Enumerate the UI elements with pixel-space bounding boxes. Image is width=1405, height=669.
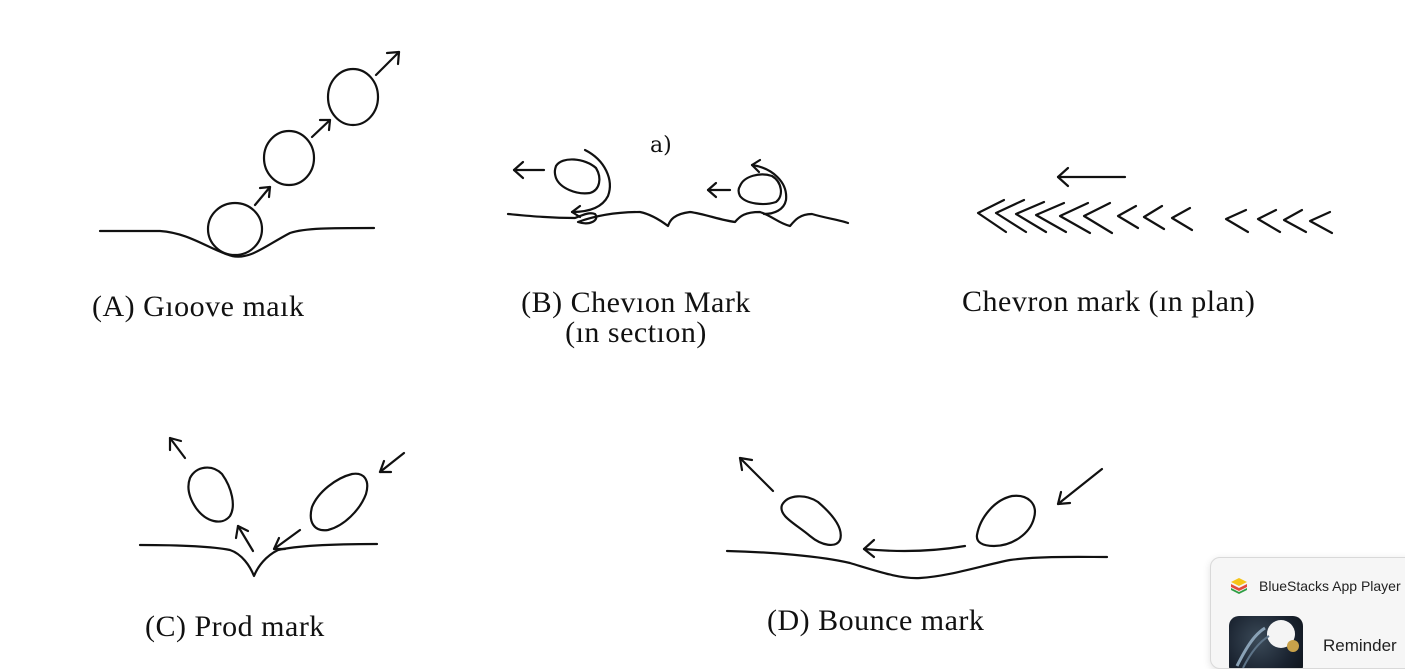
bounce-mark-clast-right bbox=[975, 494, 1036, 548]
chevron-plan-chevron-2 bbox=[994, 198, 1028, 234]
groove-mark-clast-1 bbox=[206, 201, 264, 257]
prod-mark-surface bbox=[138, 542, 379, 578]
chevron-section-arrow-2 bbox=[706, 181, 732, 199]
chevron-plan-chevron-6 bbox=[1082, 201, 1114, 235]
groove-mark-surface bbox=[98, 226, 376, 258]
bluestacks-logo-icon bbox=[1229, 576, 1249, 596]
sole-marks-diagram: a) bbox=[98, 50, 1334, 580]
groove-mark-clast-2 bbox=[262, 129, 316, 187]
chevron-section-clast-2 bbox=[737, 173, 782, 206]
groove-mark-arrow-1 bbox=[253, 185, 272, 207]
notification-app-name: BlueStacks App Player bbox=[1259, 578, 1401, 594]
chevron-section-curl-1 bbox=[570, 148, 611, 214]
prod-mark-clast-right bbox=[309, 472, 369, 532]
bounce-mark-clast-left bbox=[780, 495, 842, 546]
chevron-plan-chevron-9 bbox=[1170, 206, 1194, 232]
prod-mark-arrow-low bbox=[272, 528, 302, 551]
chevron-section-curl-2-head bbox=[750, 158, 762, 174]
chevron-plan-chevron-3 bbox=[1014, 200, 1048, 234]
chevron-plan-chevron-8 bbox=[1142, 204, 1166, 231]
notification-body: Reminder bbox=[1229, 616, 1397, 668]
groove-mark-arrow-2 bbox=[310, 118, 332, 139]
chevron-plan-chevron-4 bbox=[1034, 201, 1068, 234]
chevron-section-figure: a) bbox=[506, 133, 850, 228]
prod-mark-arrow-mid bbox=[234, 524, 255, 553]
chevron-plan-chevron-11 bbox=[1256, 208, 1282, 234]
groove-mark-figure bbox=[98, 50, 401, 258]
chevron-plan-chevron-1 bbox=[976, 198, 1008, 234]
chevron-plan-chevron-12 bbox=[1282, 208, 1308, 234]
bounce-mark-figure bbox=[725, 456, 1109, 580]
game-thumbnail-icon bbox=[1229, 616, 1303, 668]
chevron-plan-figure bbox=[976, 166, 1334, 235]
notification-header: BlueStacks App Player bbox=[1229, 576, 1401, 596]
chevron-plan-chevron-13 bbox=[1308, 210, 1334, 235]
groove-mark-clast-3 bbox=[326, 67, 380, 127]
chevron-section-caption: (B) Chevıon Mark (ın sectıon) bbox=[508, 286, 764, 350]
bounce-mark-caption: (D) Bounce mark bbox=[767, 604, 985, 637]
chevron-section-caption-line2: (ın sectıon) bbox=[565, 316, 707, 349]
chevron-plan-chevron-7 bbox=[1116, 204, 1140, 230]
prod-mark-caption: (C) Prod mark bbox=[145, 610, 325, 643]
bounce-mark-arrow-out bbox=[738, 456, 775, 493]
chevron-plan-chevron-5 bbox=[1058, 201, 1092, 235]
bluestacks-notification[interactable]: BlueStacks App Player Reminder bbox=[1210, 557, 1405, 669]
chevron-section-clast-1 bbox=[553, 158, 601, 195]
bounce-mark-arrow-drag bbox=[862, 538, 967, 559]
chevron-section-arrow-1 bbox=[512, 160, 546, 180]
chevron-section-curl-1-head bbox=[570, 204, 582, 219]
bounce-mark-arrow-in bbox=[1056, 467, 1104, 506]
handwritten-note: a) bbox=[650, 133, 672, 158]
groove-mark-arrow-3 bbox=[374, 50, 401, 77]
chevron-section-curl-2 bbox=[750, 163, 788, 216]
notification-title: Reminder bbox=[1323, 636, 1397, 655]
chevron-section-surface bbox=[506, 210, 850, 228]
bounce-mark-surface bbox=[725, 549, 1109, 580]
chevron-plan-chevron-10 bbox=[1224, 208, 1250, 234]
prod-mark-clast-left bbox=[187, 466, 234, 523]
chevron-plan-arrow bbox=[1056, 166, 1127, 188]
chevron-plan-caption: Chevron mark (ın plan) bbox=[962, 285, 1256, 318]
prod-mark-arrow-up bbox=[168, 436, 187, 460]
chevron-section-caption-line1: (B) Chevıon Mark bbox=[521, 286, 751, 319]
groove-mark-caption: (A) Gıoove maık bbox=[92, 290, 305, 323]
prod-mark-arrow-in bbox=[378, 451, 406, 474]
prod-mark-figure bbox=[138, 436, 406, 578]
